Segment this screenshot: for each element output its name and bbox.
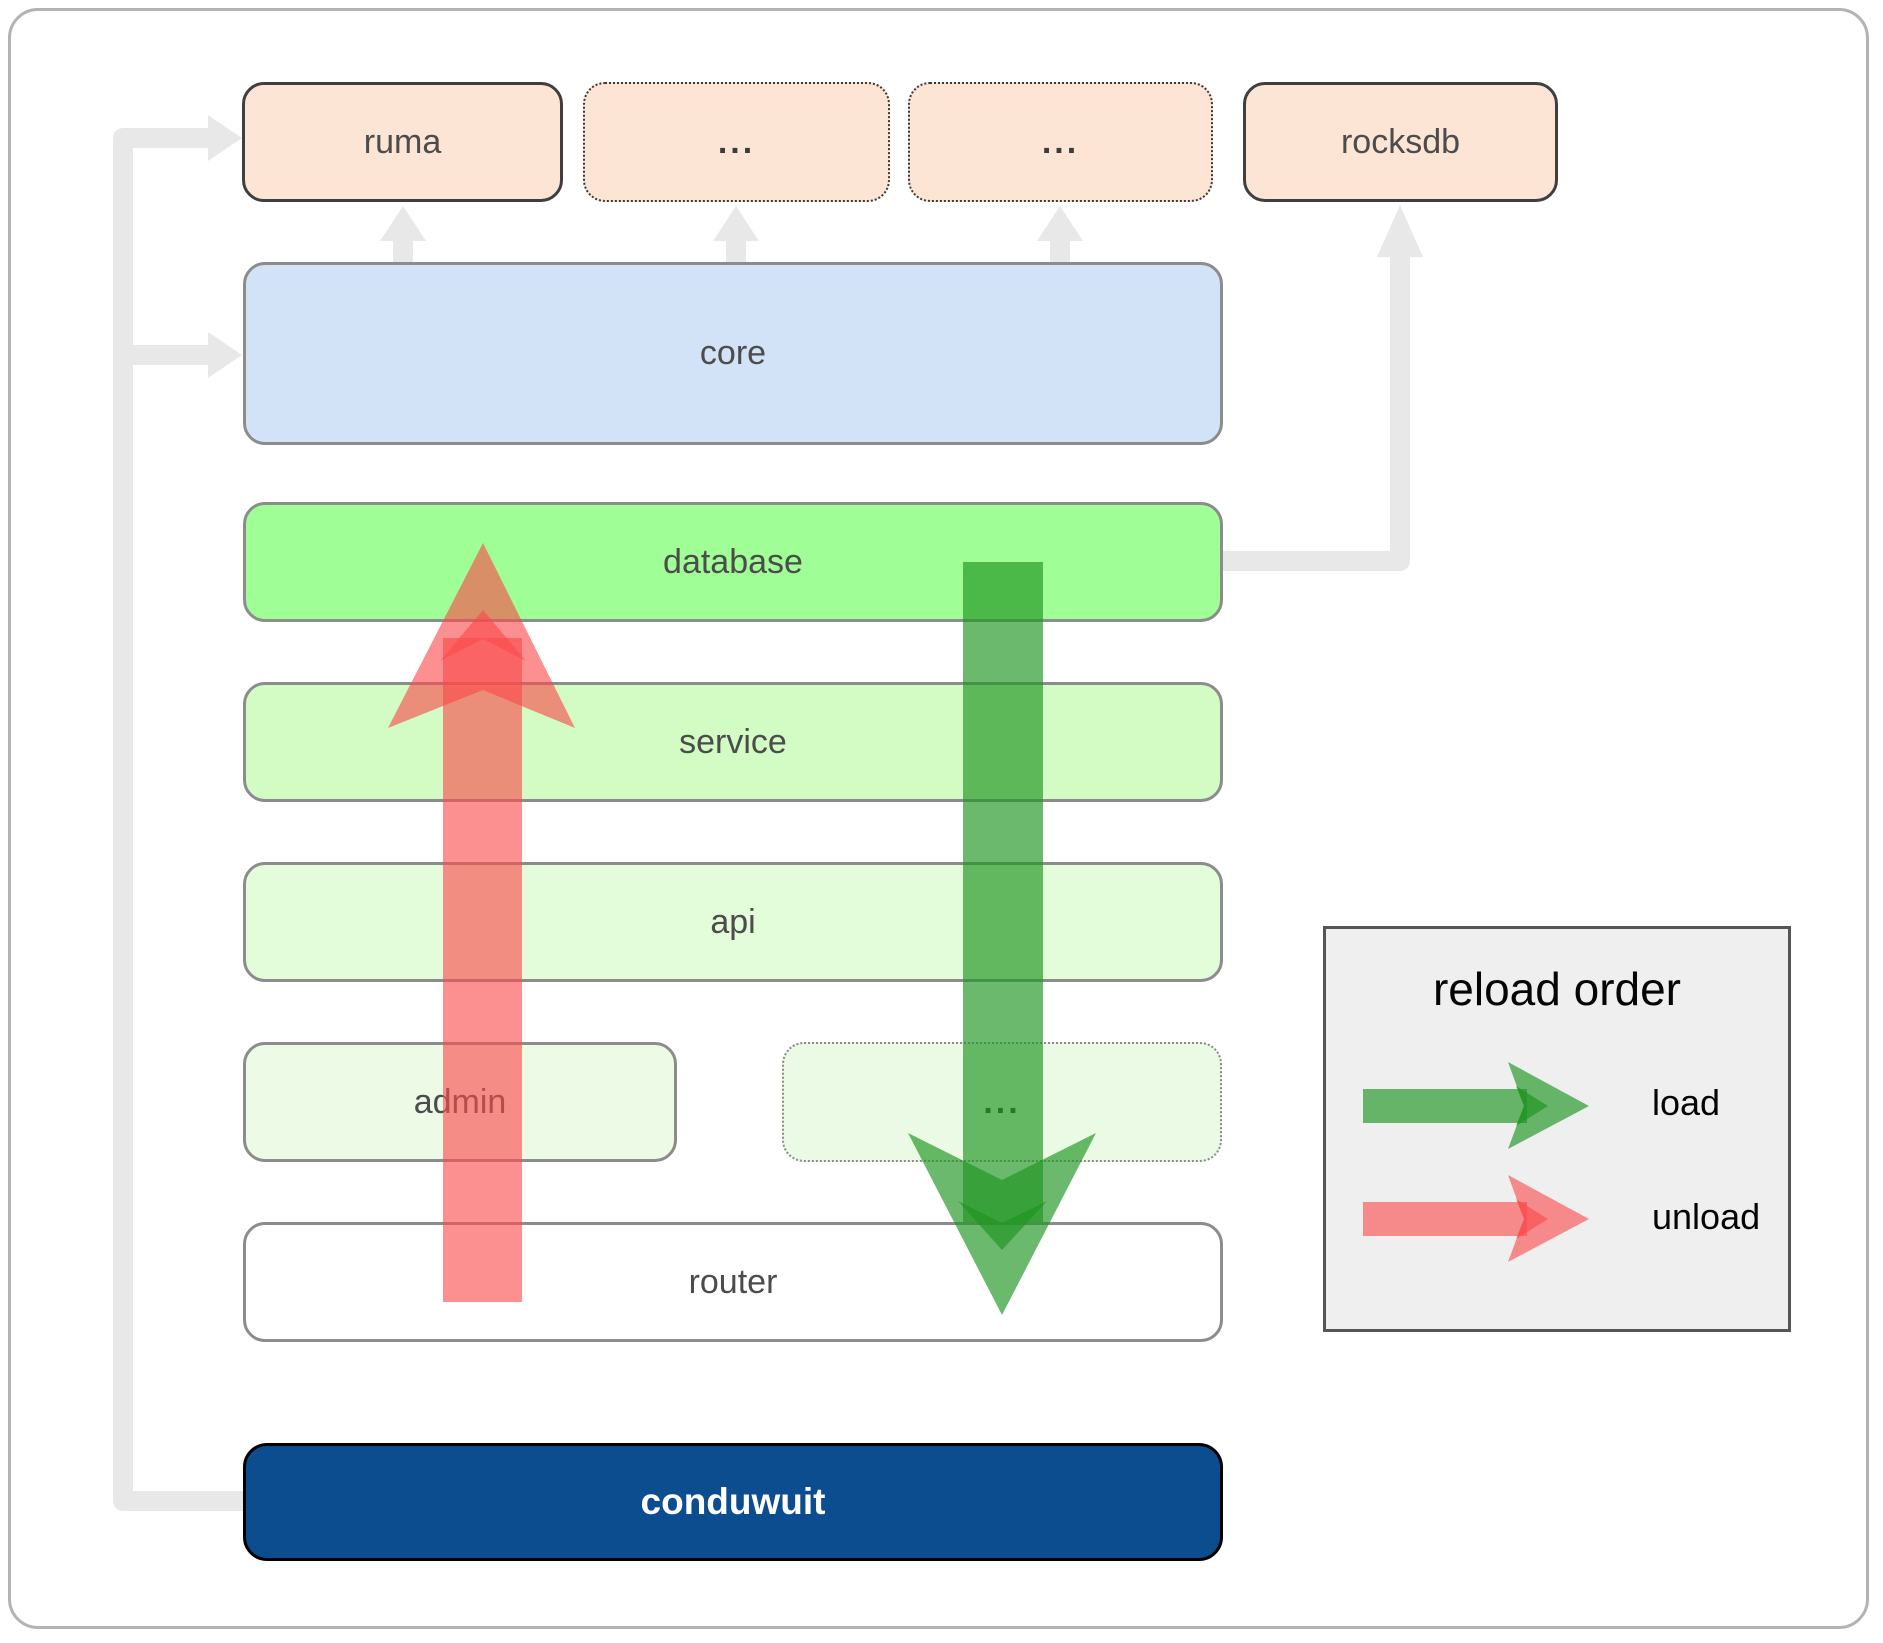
box-database-label: database: [663, 542, 803, 581]
box-conduwuit-label: conduwuit: [640, 1481, 826, 1522]
diagram-frame: [8, 8, 1869, 1629]
box-service-label: service: [679, 722, 787, 761]
box-core-label: core: [699, 334, 767, 372]
box-dependency-ellipsis-1: ...: [583, 82, 890, 202]
box-conduwuit: conduwuit: [243, 1443, 1223, 1561]
box-ruma: ruma: [242, 82, 563, 202]
box-rocksdb: rocksdb: [1243, 82, 1558, 202]
box-core: core: [243, 262, 1223, 445]
box-admin: admin: [243, 1042, 677, 1162]
legend-load-label: load: [1652, 1082, 1721, 1123]
box-admin-ellipsis: ...: [782, 1042, 1222, 1162]
box-ruma-label: ruma: [363, 122, 442, 161]
box-rocksdb-label: rocksdb: [1340, 122, 1461, 161]
box-router: router: [243, 1222, 1223, 1342]
box-api-label: api: [710, 902, 756, 941]
box-router-label: router: [688, 1262, 778, 1301]
box-dependency-ellipsis-1-label: ...: [717, 122, 756, 161]
box-api: api: [243, 862, 1223, 982]
box-dependency-ellipsis-2: ...: [908, 82, 1213, 202]
box-dependency-ellipsis-2-label: ...: [1041, 122, 1080, 161]
box-admin-ellipsis-label: ...: [983, 1082, 1021, 1121]
legend-unload-label: unload: [1652, 1196, 1761, 1237]
box-admin-label: admin: [413, 1082, 507, 1121]
box-database: database: [243, 502, 1223, 622]
box-service: service: [243, 682, 1223, 802]
legend-title: reload order: [1432, 963, 1682, 1015]
